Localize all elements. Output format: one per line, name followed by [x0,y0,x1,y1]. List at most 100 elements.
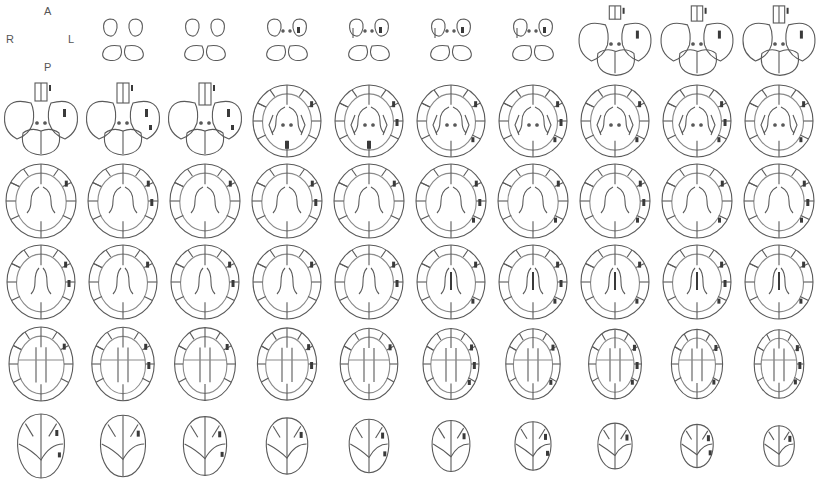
slice-line [681,424,713,467]
slice-line [390,296,398,300]
slice-line [769,268,777,294]
slice-line [136,169,141,176]
slice-line [286,302,287,319]
slice-line [750,264,758,268]
slice-line [269,115,305,135]
lesion-mark [473,362,476,369]
slice-line [450,164,451,184]
slice-line [185,46,204,61]
slice-line [513,359,552,360]
lesion-mark [49,85,51,91]
slice-line [691,348,692,381]
slice-line [390,135,398,139]
slice-line [108,425,116,437]
slice-line [421,215,429,219]
slice-line [390,363,398,364]
slice-line [692,124,695,127]
slice-line [781,268,789,294]
slice-line [450,221,451,238]
slice-line [186,19,200,36]
slice-line [586,103,594,107]
slice-line [532,302,533,319]
slice-line [258,296,266,300]
slice-line [427,346,434,350]
lesion-mark [297,27,300,33]
slice-line [614,164,615,184]
slice-line [667,183,675,187]
slice-line [668,103,676,107]
slice-line [106,250,111,257]
brain-slice [257,328,316,400]
slice-line [282,30,284,32]
slice-line [273,426,280,437]
brain-slice [432,421,470,472]
slice-line [286,164,287,184]
slice-line [581,245,649,319]
slice-line [261,378,268,382]
slice-line [764,426,795,467]
lesion-mark [231,125,234,130]
slice-line [211,19,225,36]
slice-line [12,264,20,268]
slice-line [663,120,673,121]
lesion-mark [636,362,639,369]
slice-line [5,101,34,139]
slice-line [64,363,73,364]
slice-line [352,169,357,176]
slice-line [761,50,798,76]
brain-slice [513,19,554,61]
slice-line [96,378,104,382]
slice-line [521,429,527,439]
lesion-mark [392,101,395,107]
slice-line [614,85,615,105]
slice-line [24,169,29,176]
slice-line [147,281,157,282]
slice-line [186,129,223,155]
slice-line [668,264,676,268]
slice-line [40,164,41,184]
slice-line [122,164,123,184]
slice-line [66,200,76,201]
slice-line [266,359,309,360]
lesion-mark [796,345,799,351]
lesion-mark [147,181,150,187]
slice-line [289,268,297,294]
slice-line [475,120,485,121]
slice-line [40,83,41,101]
slice-line [122,384,123,401]
slice-line [368,328,369,348]
lesion-mark [389,344,392,350]
slice-line [291,348,292,382]
slice-line [433,115,469,135]
slice-line [171,245,239,319]
slice-line [270,90,275,97]
slice-line [686,431,691,440]
slice-line [628,169,633,176]
slice-line [253,245,321,319]
slice-line [94,296,102,300]
slice-line [89,245,157,319]
brain-slice [266,418,307,474]
slice-line [461,333,465,340]
lesion-mark [778,272,780,290]
slice-line [750,135,758,139]
slice-line [417,281,427,282]
slice-line [40,414,41,478]
slice-line [88,200,98,201]
slice-line [204,384,205,400]
slice-line [103,46,122,61]
lesion-mark [213,85,215,91]
slice-line [453,187,465,213]
slice-line [506,363,514,364]
slice-line [379,333,383,340]
lesion-mark [471,299,474,304]
slice-line [349,419,389,473]
slice-line [682,107,695,133]
brain-slice [581,245,649,319]
slice-line [437,333,441,340]
slice-line [598,169,603,176]
slice-line [791,90,796,97]
slice-line [335,281,345,282]
slice-line [352,90,357,97]
lesion-mark [63,109,66,117]
